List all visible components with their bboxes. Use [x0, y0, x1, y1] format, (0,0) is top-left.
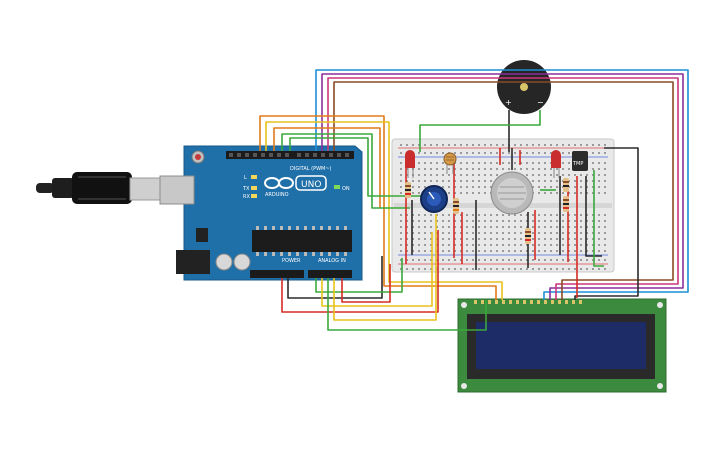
wire-purple — [321, 73, 684, 300]
wire-blue — [315, 69, 689, 300]
wire-green — [419, 110, 541, 152]
led-red-left — [405, 150, 415, 178]
potentiometer[interactable] — [420, 185, 448, 213]
wire-orange — [273, 127, 381, 208]
resistor — [563, 196, 569, 212]
wire-orange — [259, 115, 497, 300]
atmega-chip — [252, 230, 352, 252]
rx-label: RX — [243, 194, 250, 200]
wire-green — [281, 133, 410, 209]
usb-port — [159, 175, 195, 205]
power-jack — [176, 250, 210, 274]
wire-yellow — [333, 214, 437, 321]
wire-black — [574, 147, 639, 300]
wire-green — [289, 137, 430, 197]
wire-black — [585, 176, 602, 257]
led-red-right — [551, 150, 561, 178]
wire-red — [281, 230, 439, 313]
arduino-logo — [264, 175, 327, 191]
on-led — [334, 185, 340, 189]
lcd-16x2 — [457, 298, 667, 393]
resistor — [563, 178, 569, 192]
gas-sensor — [490, 171, 534, 215]
resistor — [405, 182, 411, 198]
digital-label: DIGITAL (PWM~) — [290, 166, 332, 172]
wire-green — [315, 258, 403, 293]
analog-header — [308, 270, 352, 278]
piezo-buzzer: + − — [497, 60, 551, 114]
on-label: ON — [342, 186, 350, 192]
usb-cable — [36, 172, 161, 204]
temperature-sensor: TMP — [572, 151, 588, 171]
wire-yellow — [265, 121, 503, 300]
power-label: POWER — [282, 258, 301, 264]
resistor — [453, 198, 459, 214]
lcd-screen — [476, 322, 646, 369]
l-label: L — [244, 175, 247, 181]
wire-brown — [333, 81, 674, 300]
capacitor — [215, 253, 233, 271]
photoresistor — [443, 152, 457, 174]
buzzer-plus-label: + — [505, 98, 512, 107]
wire-green — [593, 170, 604, 267]
analog-label: ANALOG IN — [318, 258, 346, 264]
power-header — [250, 270, 304, 278]
uno-logo-text: UNO — [301, 180, 321, 190]
capacitor — [233, 253, 251, 271]
wire-yellow — [321, 232, 433, 307]
wire-green — [327, 278, 487, 331]
wire-pink — [327, 77, 679, 300]
wire-black — [287, 256, 383, 299]
tmp-label: TMP — [572, 161, 583, 167]
digital-header — [226, 151, 354, 159]
wire-red — [341, 264, 391, 303]
resistor — [525, 228, 531, 244]
arduino-board: DIGITAL (PWM~) UNO ARDUINO ON L TX RX — [159, 145, 363, 281]
tx-label: TX — [242, 186, 250, 192]
buzzer-minus-label: − — [537, 98, 544, 107]
arduino-brand-text: ARDUINO — [265, 192, 289, 198]
